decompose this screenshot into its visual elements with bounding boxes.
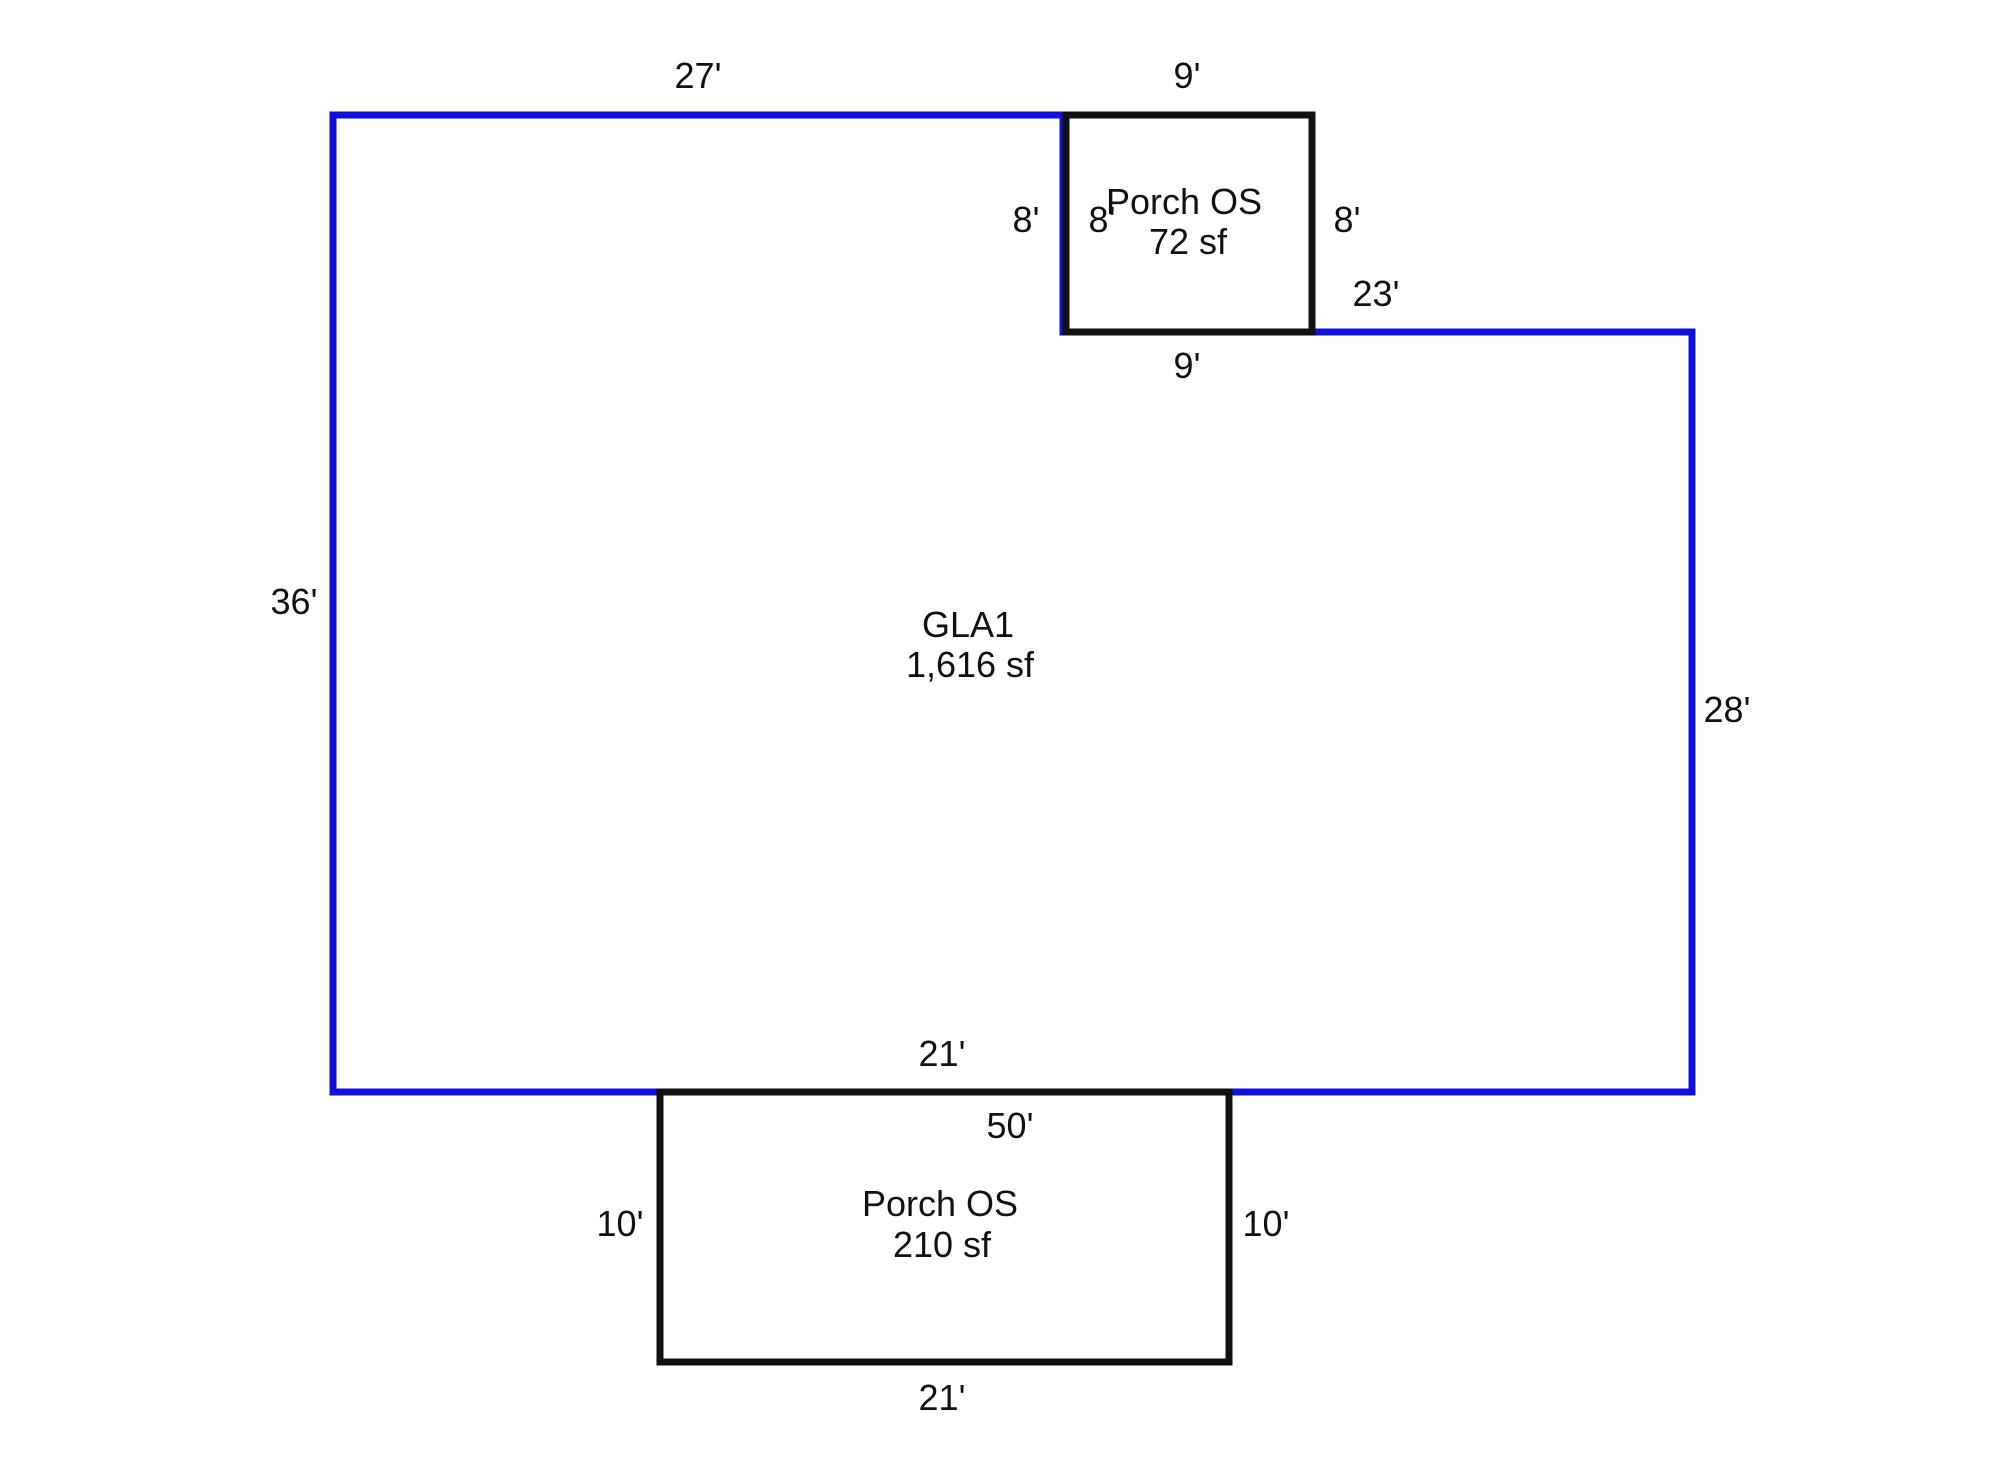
porch-top-label: Porch OS	[1106, 181, 1262, 222]
dim-gla-top-left: 27'	[675, 55, 722, 96]
dim-porch-top-right: 8'	[1334, 199, 1361, 240]
dim-gla-right: 28'	[1704, 689, 1751, 730]
dim-porch-bottom-bottom: 21'	[919, 1377, 966, 1418]
dim-porch-bottom-right: 10'	[1243, 1203, 1290, 1244]
dimension-labels: 27' 9' 8' 8' 8' 23' 9' 36' 28' 21' 50' 1…	[271, 55, 1751, 1418]
dim-porch-bottom-left: 10'	[597, 1203, 644, 1244]
gla-label: GLA1	[922, 604, 1014, 645]
gla-area: GLA1 1,616 sf	[329, 111, 1696, 1096]
porch-bottom-outline	[656, 1088, 1233, 1366]
dim-gla-step-top: 23'	[1353, 273, 1400, 314]
gla-area-label: 1,616 sf	[906, 644, 1035, 685]
porch-top-outline	[1062, 111, 1316, 336]
dim-porch-top-left-outer: 8'	[1013, 199, 1040, 240]
dim-porch-top-bottom: 9'	[1174, 345, 1201, 386]
dim-porch-top-top: 9'	[1174, 55, 1201, 96]
porch-top: Porch OS 72 sf	[1062, 111, 1316, 336]
porch-bottom-label: Porch OS	[862, 1183, 1018, 1224]
porch-top-area-label: 72 sf	[1149, 221, 1228, 262]
porch-bottom: Porch OS 210 sf	[656, 1088, 1233, 1366]
dim-porch-top-left-inner: 8'	[1089, 199, 1116, 240]
dim-gla-bottom: 50'	[987, 1105, 1034, 1146]
dim-gla-left: 36'	[271, 581, 318, 622]
dim-porch-bottom-top: 21'	[919, 1033, 966, 1074]
porch-bottom-area-label: 210 sf	[893, 1224, 992, 1265]
